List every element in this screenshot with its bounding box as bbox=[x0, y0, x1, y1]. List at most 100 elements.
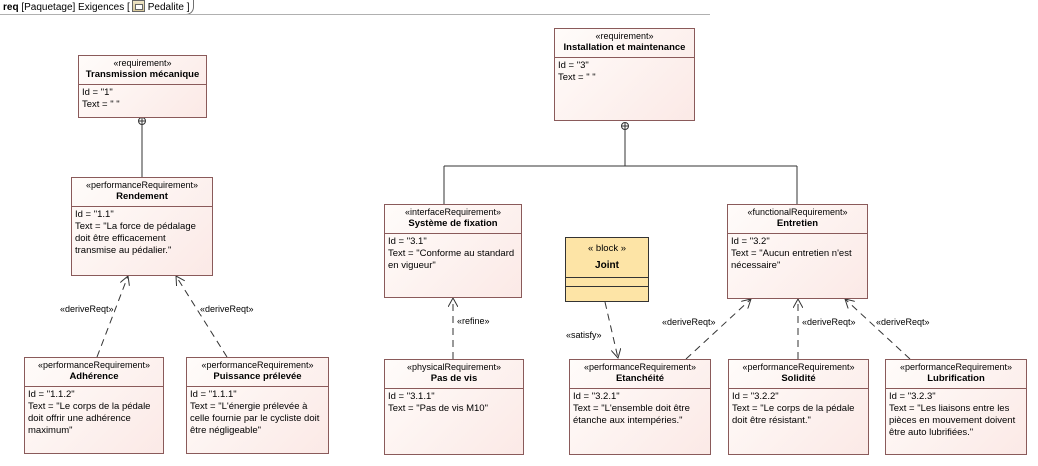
frame-top-border bbox=[0, 14, 710, 15]
refine-label: «refine» bbox=[457, 316, 490, 326]
requirement-solidite[interactable]: «performanceRequirement» Solidité Id = "… bbox=[728, 359, 869, 455]
requirement-name: Lubrification bbox=[927, 373, 985, 384]
requirement-text: Text = "Aucun entretien n'est nécessaire… bbox=[731, 248, 855, 271]
requirement-text: Text = "Les liaisons entre les pièces en… bbox=[889, 403, 1018, 438]
requirement-pas-de-vis[interactable]: «physicalRequirement» Pas de vis Id = "3… bbox=[384, 359, 524, 455]
requirement-stereotype: «performanceRequirement» bbox=[201, 360, 314, 370]
requirement-properties: Id = "3.2"Text = "Aucun entretien n'est … bbox=[728, 234, 867, 274]
requirement-entretien[interactable]: «functionalRequirement» Entretien Id = "… bbox=[727, 204, 868, 299]
requirement-stereotype: «physicalRequirement» bbox=[406, 362, 502, 372]
requirement-header: «interfaceRequirement» Système de fixati… bbox=[385, 205, 521, 234]
block-joint[interactable]: « block » Joint bbox=[565, 237, 649, 302]
requirement-properties: Id = "3"Text = " " bbox=[555, 58, 694, 86]
requirement-text: Text = "Conforme au standard en vigueur" bbox=[388, 248, 517, 271]
derive-label-solidite: «deriveReqt» bbox=[802, 317, 856, 327]
requirement-installation-maintenance[interactable]: «requirement» Installation et maintenanc… bbox=[554, 28, 695, 121]
diagram-owner: [Paquetage] Exigences [ bbox=[21, 2, 130, 13]
block-name: Joint bbox=[595, 260, 619, 271]
block-header: « block » Joint bbox=[566, 238, 648, 278]
requirement-header: «requirement» Transmission mécanique bbox=[79, 56, 206, 85]
requirement-name: Solidité bbox=[781, 373, 816, 384]
requirement-name: Adhérence bbox=[69, 371, 119, 382]
requirement-text: Text = "L'ensemble doit être étanche aux… bbox=[573, 403, 693, 426]
requirement-header: «requirement» Installation et maintenanc… bbox=[555, 29, 694, 58]
diagram-kind-keyword: req bbox=[3, 2, 19, 13]
requirement-properties: Id = "3.2.1"Text = "L'ensemble doit être… bbox=[570, 389, 710, 429]
satisfy-link[interactable] bbox=[604, 301, 618, 358]
derive-link-lubrification[interactable] bbox=[845, 299, 911, 360]
requirement-properties: Id = "1.1.1"Text = "L'énergie prélevée à… bbox=[187, 387, 328, 439]
requirement-name: Etanchéité bbox=[615, 373, 665, 384]
derive-label-puissance: «deriveReqt» bbox=[200, 304, 254, 314]
requirement-properties: Id = "1.1.2"Text = "Le corps de la pédal… bbox=[25, 387, 163, 439]
requirement-adherence[interactable]: «performanceRequirement» Adhérence Id = … bbox=[24, 357, 164, 454]
requirement-name: Rendement bbox=[116, 191, 168, 202]
block-stereotype: « block » bbox=[587, 243, 627, 254]
requirement-properties: Id = "1.1"Text = "La force de pédalage d… bbox=[72, 207, 212, 259]
derive-label-lubrification: «deriveReqt» bbox=[876, 317, 930, 327]
derive-label-adherence: «deriveReqt» bbox=[60, 304, 114, 314]
requirement-header: «performanceRequirement» Lubrification bbox=[886, 360, 1026, 389]
requirement-id: Id = "3" bbox=[558, 60, 589, 71]
requirement-properties: Id = "3.2.2"Text = "Le corps de la pédal… bbox=[729, 389, 868, 429]
requirement-name: Puissance prélevée bbox=[213, 371, 302, 382]
requirement-header: «functionalRequirement» Entretien bbox=[728, 205, 867, 234]
requirement-etancheite[interactable]: «performanceRequirement» Etanchéité Id =… bbox=[569, 359, 711, 455]
containment-link-1[interactable] bbox=[138, 117, 146, 178]
requirement-id: Id = "3.1" bbox=[388, 236, 427, 247]
requirement-stereotype: «interfaceRequirement» bbox=[404, 207, 502, 217]
requirement-text: Text = "Le corps de la pédale doit offri… bbox=[28, 401, 154, 436]
requirement-text: Text = "L'énergie prélevée à celle fourn… bbox=[190, 401, 323, 436]
requirement-text: Text = "Le corps de la pédale doit être … bbox=[732, 403, 858, 426]
requirement-systeme-fixation[interactable]: «interfaceRequirement» Système de fixati… bbox=[384, 204, 522, 298]
requirement-stereotype: «requirement» bbox=[595, 31, 654, 41]
requirement-puissance-prelevee[interactable]: «performanceRequirement» Puissance préle… bbox=[186, 357, 329, 454]
requirement-stereotype: «functionalRequirement» bbox=[747, 207, 848, 217]
requirement-name: Système de fixation bbox=[408, 218, 498, 229]
requirement-text: Text = "La force de pédalage doit être e… bbox=[75, 221, 199, 256]
requirement-properties: Id = "3.1.1"Text = "Pas de vis M10" bbox=[385, 389, 523, 417]
requirement-header: «physicalRequirement» Pas de vis bbox=[385, 360, 523, 389]
derive-link-adherence[interactable] bbox=[96, 276, 128, 358]
requirement-text: Text = " " bbox=[558, 72, 596, 83]
derive-link-etancheite[interactable] bbox=[685, 299, 751, 360]
requirement-text: Text = "Pas de vis M10" bbox=[388, 403, 488, 414]
requirement-header: «performanceRequirement» Etanchéité bbox=[570, 360, 710, 389]
requirement-header: «performanceRequirement» Puissance préle… bbox=[187, 358, 328, 387]
requirement-header: «performanceRequirement» Adhérence bbox=[25, 358, 163, 387]
requirement-stereotype: «performanceRequirement» bbox=[583, 362, 697, 372]
requirement-stereotype: «performanceRequirement» bbox=[899, 362, 1013, 372]
requirement-stereotype: «performanceRequirement» bbox=[37, 360, 151, 370]
requirement-stereotype: «performanceRequirement» bbox=[85, 180, 199, 190]
diagram-frame-close: ] bbox=[186, 2, 190, 13]
requirement-id: Id = "1" bbox=[82, 87, 113, 98]
requirement-properties: Id = "1"Text = " " bbox=[79, 85, 206, 113]
requirement-id: Id = "1.1.2" bbox=[28, 389, 75, 400]
derive-label-etancheite: «deriveReqt» bbox=[662, 317, 716, 327]
requirement-transmission-mecanique[interactable]: «requirement» Transmission mécanique Id … bbox=[78, 55, 207, 118]
requirement-id: Id = "3.2" bbox=[731, 236, 770, 247]
requirement-stereotype: «performanceRequirement» bbox=[742, 362, 855, 372]
requirement-id: Id = "1.1" bbox=[75, 209, 114, 220]
requirement-stereotype: «requirement» bbox=[113, 58, 172, 68]
requirement-name: Transmission mécanique bbox=[85, 69, 200, 80]
requirement-id: Id = "1.1.1" bbox=[190, 389, 237, 400]
requirement-header: «performanceRequirement» Rendement bbox=[72, 178, 212, 207]
satisfy-label: «satisfy» bbox=[566, 330, 602, 340]
block-compartment bbox=[566, 278, 648, 287]
requirement-id: Id = "3.2.2" bbox=[732, 391, 779, 402]
requirement-rendement[interactable]: «performanceRequirement» Rendement Id = … bbox=[71, 177, 213, 276]
requirement-name: Installation et maintenance bbox=[563, 42, 686, 53]
derive-link-puissance[interactable] bbox=[176, 276, 228, 358]
requirement-header: «performanceRequirement» Solidité bbox=[729, 360, 868, 389]
requirement-text: Text = " " bbox=[82, 99, 120, 110]
containment-link-3[interactable] bbox=[443, 122, 798, 205]
requirement-properties: Id = "3.1"Text = "Conforme au standard e… bbox=[385, 234, 521, 274]
requirement-properties: Id = "3.2.3"Text = "Les liaisons entre l… bbox=[886, 389, 1026, 441]
requirement-lubrification[interactable]: «performanceRequirement» Lubrification I… bbox=[885, 359, 1027, 455]
diagram-name: Pedalite bbox=[147, 2, 184, 13]
requirement-id: Id = "3.2.3" bbox=[889, 391, 936, 402]
requirement-name: Pas de vis bbox=[430, 373, 478, 384]
block-diagram-icon bbox=[131, 0, 145, 12]
